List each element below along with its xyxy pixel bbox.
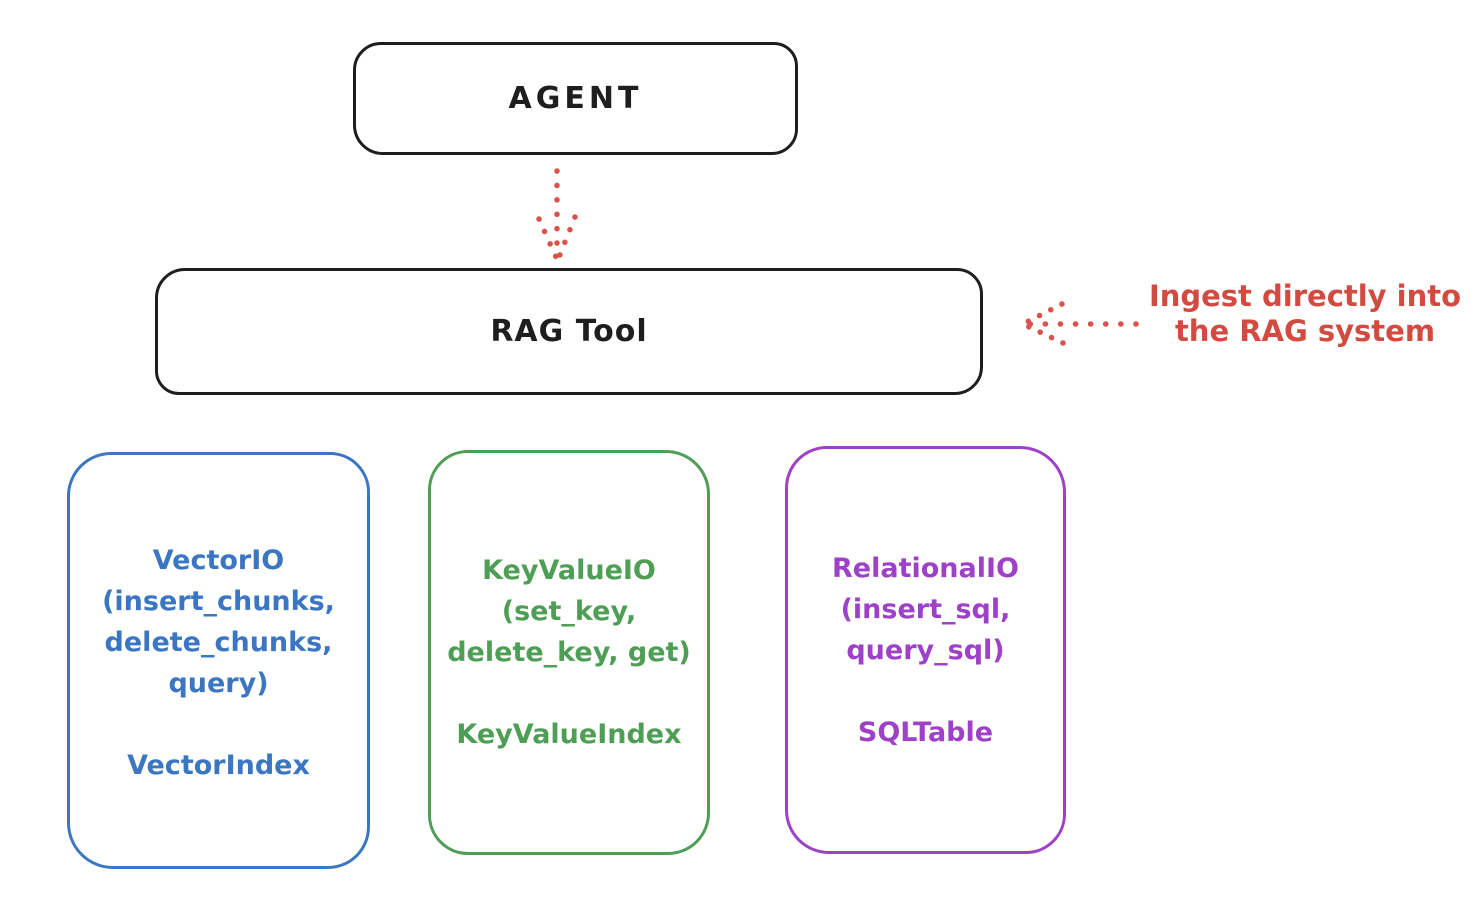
keyvalue-io-box: KeyValueIO (set_key, delete_key, get) Ke… [428, 450, 710, 855]
rag-tool-label: RAG Tool [490, 314, 648, 349]
ingest-annotation-line1: Ingest directly into [1148, 279, 1462, 313]
keyvalue-io-text: KeyValueIO (set_key, delete_key, get) Ke… [447, 555, 691, 750]
agent-label: AGENT [508, 81, 643, 116]
vector-io-text: VectorIO (insert_chunks, delete_chunks, … [102, 545, 335, 781]
ingest-annotation-line2: the RAG system [1174, 314, 1436, 348]
ingest-annotation: Ingest directly into the RAG system [1140, 279, 1470, 349]
relational-io-box: RelationalIO (insert_sql, query_sql) SQL… [785, 446, 1066, 854]
relational-io-text: RelationalIO (insert_sql, query_sql) SQL… [832, 553, 1019, 748]
rag-tool-box: RAG Tool [155, 268, 983, 395]
vector-io-box: VectorIO (insert_chunks, delete_chunks, … [67, 452, 370, 869]
agent-box: AGENT [353, 42, 798, 155]
dotted-arrow-down-icon [536, 168, 578, 260]
dotted-arrow-left-icon [1022, 301, 1139, 346]
